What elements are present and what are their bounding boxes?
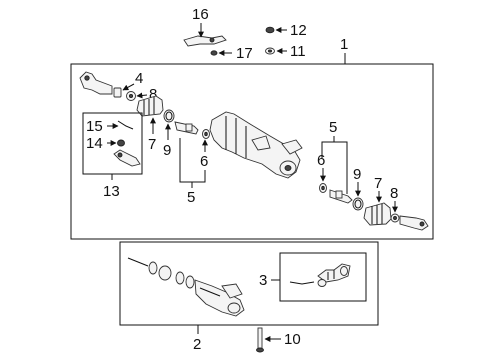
callout-9-left: 9 (163, 142, 171, 159)
steering-gear-part-2 (127, 257, 245, 317)
leader-4 (122, 83, 135, 91)
callout-7-left: 7 (148, 136, 156, 153)
callout-12: 12 (290, 22, 307, 39)
bracket-part-16 (183, 35, 227, 47)
lock-nut-part-4 (113, 87, 122, 98)
callout-5-right: 5 (329, 119, 337, 136)
cotter-pin-part-15 (117, 120, 134, 130)
clamp-part-9-right (352, 197, 364, 211)
bolt-part-17 (210, 50, 218, 56)
callout-11: 11 (290, 43, 306, 60)
tie-rod-end-part-13 (113, 149, 141, 167)
inner-tie-rod-left (174, 121, 199, 135)
callout-8-right: 8 (390, 185, 398, 202)
bolt-part-10 (256, 327, 264, 353)
callout-13: 13 (103, 183, 120, 200)
clamp-part-8-left (126, 91, 136, 101)
callout-7-right: 7 (374, 175, 382, 192)
boot-part-7-right (363, 202, 392, 226)
clamp-part-9-left (163, 109, 175, 123)
callout-3: 3 (259, 272, 267, 289)
boot-part-7-left (136, 95, 164, 117)
rack-housing (209, 111, 303, 179)
callout-1: 1 (340, 36, 348, 53)
washer-part-6-right (319, 183, 327, 193)
washer-part-6-left (202, 129, 210, 139)
callout-6-right: 6 (317, 152, 325, 169)
steering-gear-assembly-box (70, 63, 434, 240)
inner-tie-rod-right (329, 189, 353, 204)
tie-rod-end-right (399, 215, 429, 231)
nut-part-14 (117, 139, 125, 147)
gear-assembly-box (119, 241, 379, 326)
callout-14: 14 (86, 135, 103, 152)
callout-8-left: 8 (149, 86, 157, 103)
callout-4: 4 (135, 70, 143, 87)
nut-part-12 (265, 26, 275, 34)
repair-kit-box (279, 252, 367, 302)
tie-rod-end-left (79, 71, 113, 95)
callout-5-left: 5 (187, 189, 195, 206)
callout-6-left: 6 (200, 153, 208, 170)
clamp-part-8-right (390, 213, 400, 223)
washer-part-11 (265, 47, 275, 55)
callout-15: 15 (86, 118, 103, 135)
callout-16: 16 (192, 6, 209, 23)
repair-kit-part-3 (289, 263, 351, 287)
callout-2: 2 (193, 336, 201, 353)
callout-9-right: 9 (353, 166, 361, 183)
leader-8-left (136, 92, 148, 99)
callout-17: 17 (236, 45, 253, 62)
callout-10: 10 (284, 331, 301, 348)
